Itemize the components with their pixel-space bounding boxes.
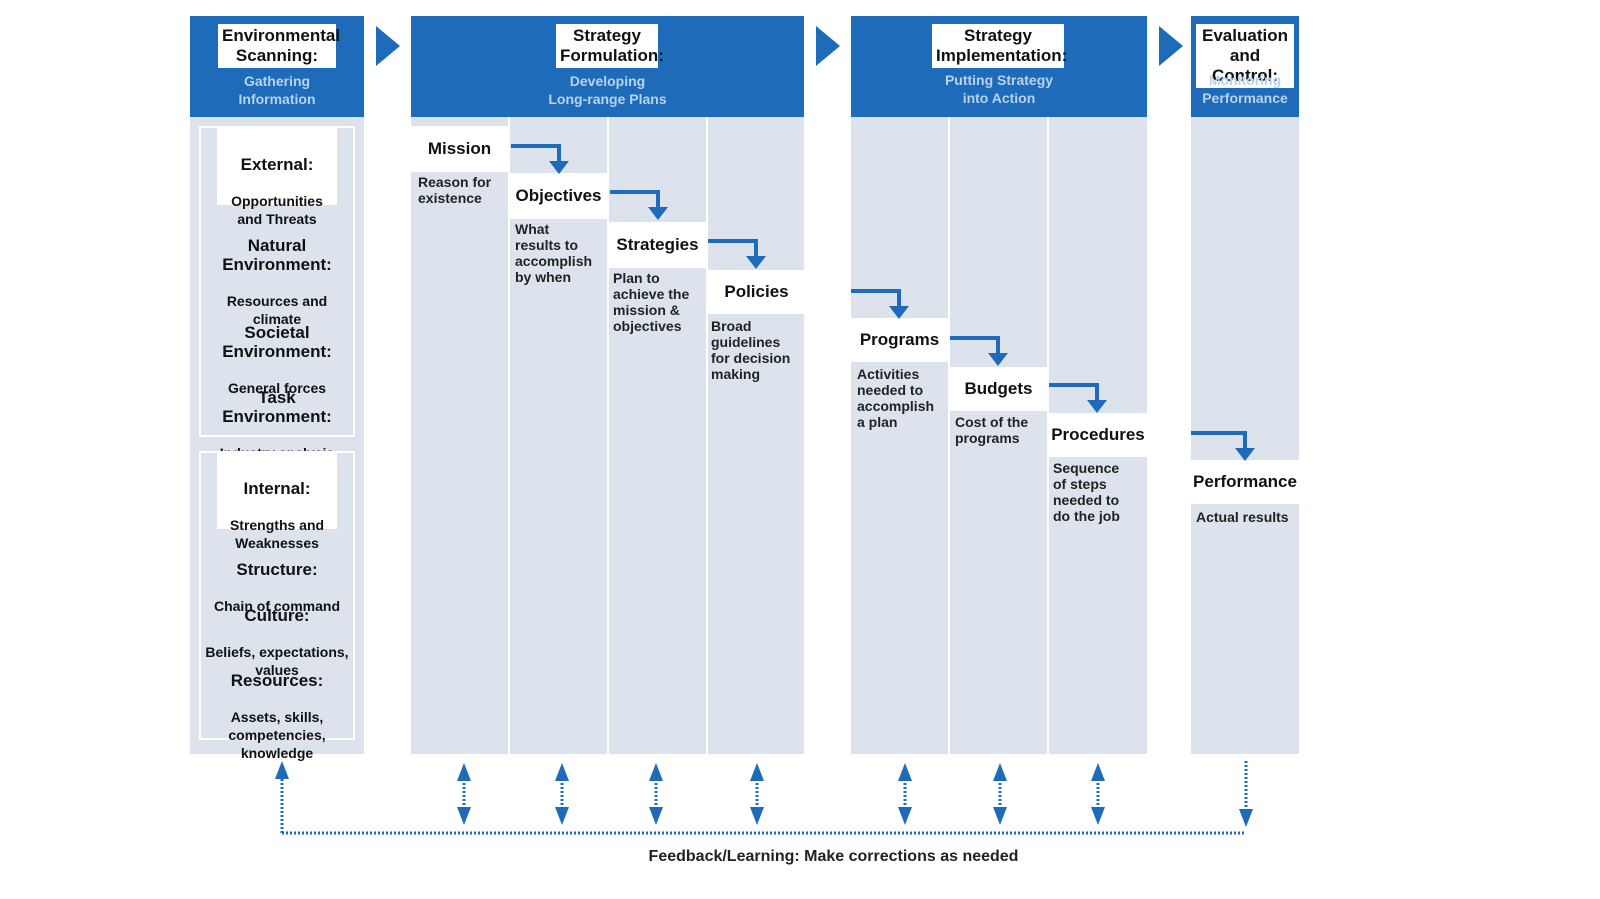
bent-arrow-icon: [511, 144, 569, 174]
natural-subtitle: Resources and climate: [226, 293, 328, 327]
step-desc-performance: Actual results: [1196, 509, 1289, 525]
bent-arrow-icon: [950, 336, 1008, 366]
resources-title: Resources:: [230, 671, 324, 690]
task-title: Task Environment:: [222, 388, 332, 426]
external-subtitle: Opportunities and Threats: [231, 193, 323, 227]
internal-group: [199, 451, 355, 740]
column-divider: [607, 117, 609, 754]
column-divider: [1047, 117, 1049, 754]
phase-arrow-icon: [1159, 26, 1183, 66]
step-desc-mission: Reason for existence: [418, 174, 492, 206]
step-label-mission: Mission: [411, 126, 508, 172]
external-title: External:: [240, 155, 314, 174]
societal-environment: Societal Environment: General forces: [199, 305, 355, 415]
structure-title: Structure:: [236, 560, 318, 579]
phase-arrow-icon: [816, 26, 840, 66]
culture-item: Culture: Beliefs, expectations, values: [199, 588, 355, 697]
header-subtitle-strategy-implementation: Putting Strategy into Action: [944, 72, 1054, 106]
step-desc-programs: Activities needed to accomplish a plan: [857, 366, 935, 430]
culture-subtitle: Beliefs, expectations, values: [205, 644, 349, 678]
internal-subtitle: Strengths and Weaknesses: [229, 517, 325, 551]
step-desc-procedures: Sequence of steps needed to do the job: [1053, 460, 1120, 524]
step-label-objectives: Objectives: [510, 173, 607, 219]
bent-arrow-icon: [708, 239, 766, 269]
step-label-strategies: Strategies: [609, 222, 706, 268]
phase-arrow-icon: [376, 26, 400, 66]
bent-arrow-icon: [610, 190, 668, 220]
feedback-loop: [275, 761, 1253, 835]
step-label-policies: Policies: [708, 270, 805, 314]
step-desc-policies: Broad guidelines for decision making: [711, 318, 791, 382]
bent-arrow-icon: [851, 289, 909, 319]
step-desc-strategies: Plan to achieve the mission & objectives: [613, 270, 690, 334]
societal-subtitle: General forces: [227, 380, 327, 396]
bent-arrow-icon: [1049, 383, 1107, 413]
step-desc-budgets: Cost of the programs: [955, 414, 1029, 446]
natural-title: Natural Environment:: [222, 236, 332, 274]
natural-environment: Natural Environment: Resources and clima…: [199, 218, 355, 346]
resources-item: Resources: Assets, skills, competencies,…: [199, 653, 355, 780]
column-divider: [706, 117, 708, 754]
feedback-label: Feedback/Learning: Make corrections as n…: [648, 848, 1019, 865]
internal-label-box: Internal: Strengths and Weaknesses: [217, 453, 337, 551]
header-title-strategy-implementation: Strategy Implementation:: [932, 24, 1067, 68]
external-label-box: External: Opportunities and Threats: [217, 128, 337, 227]
structure-item: Structure: Chain of command: [199, 542, 355, 633]
step-label-programs: Programs: [851, 318, 948, 362]
column-divider: [948, 117, 950, 754]
structure-subtitle: Chain of command: [213, 598, 340, 614]
header-title-strategy-formulation: Strategy Formulation:: [556, 24, 664, 68]
step-label-performance: Performance: [1191, 460, 1299, 504]
step-desc-objectives: What results to accomplish by when: [515, 221, 593, 285]
header-subtitle-evaluation-control: Monitoring Performance: [1202, 72, 1288, 106]
step-label-budgets: Budgets: [950, 367, 1047, 411]
header-subtitle-environmental-scanning: Gathering Information: [238, 73, 316, 107]
bent-arrow-icon: [1191, 431, 1255, 461]
societal-title: Societal Environment:: [222, 323, 332, 361]
header-title-environmental-scanning: Environmental Scanning:: [218, 24, 340, 68]
culture-title: Culture:: [244, 606, 310, 625]
internal-title: Internal:: [243, 479, 311, 498]
step-label-procedures: Procedures: [1049, 413, 1147, 457]
resources-subtitle: Assets, skills, competencies, knowledge: [228, 709, 326, 761]
header-subtitle-strategy-formulation: Developing Long-range Plans: [548, 73, 667, 107]
header-title-evaluation-control: Evaluation and Control:: [1196, 24, 1294, 88]
external-group: [199, 126, 355, 437]
column-divider: [508, 117, 510, 754]
